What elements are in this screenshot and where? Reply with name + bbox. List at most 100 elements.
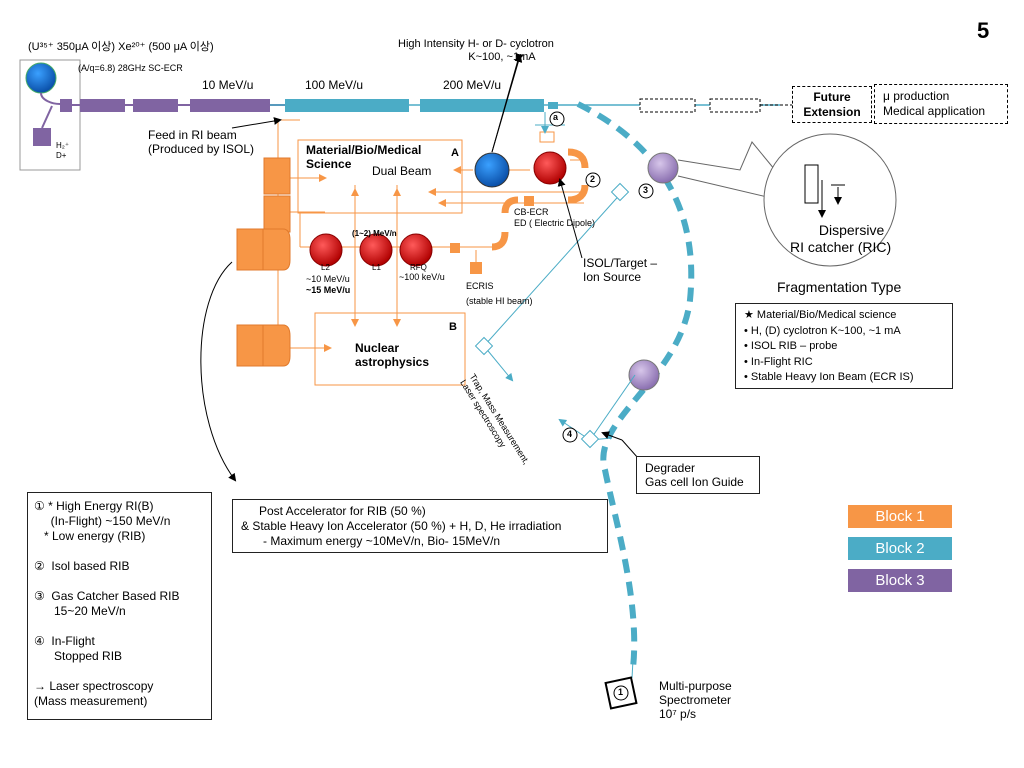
block2-linac bbox=[270, 99, 780, 112]
legend-line: ① * High Energy RI(B) bbox=[34, 499, 154, 513]
fragmentation-item: • H, (D) cyclotron K~100, ~1 mA bbox=[744, 324, 901, 337]
marker-a-label: a bbox=[553, 112, 559, 122]
feed-pointer bbox=[231, 117, 282, 129]
trap-marker bbox=[474, 336, 494, 356]
bend-dipole-2 bbox=[567, 184, 589, 204]
cyclotron-label: High Intensity H- or D- cyclotron K~100,… bbox=[398, 38, 554, 64]
linac-l1 bbox=[359, 233, 393, 267]
legend-line: * Low energy (RIB) bbox=[34, 529, 146, 543]
post-line3: - Maximum energy ~10MeV/n, Bio- 15MeV/n bbox=[263, 534, 501, 548]
l1-label: L1 bbox=[372, 263, 381, 272]
bend-dipole-1 bbox=[567, 148, 589, 169]
legend-line: ③ Gas Catcher Based RIB bbox=[34, 589, 180, 603]
area-a-title-line1: Material/Bio/Medical bbox=[306, 143, 422, 157]
marker-1-label: 1 bbox=[618, 687, 624, 697]
cbecr-label: CB-ECR ED ( Electric Dipole) bbox=[514, 207, 595, 229]
legend-line: (Mass measurement) bbox=[34, 694, 148, 708]
block-2-legend: Block 2 bbox=[848, 537, 952, 560]
isol-pointer bbox=[557, 178, 583, 259]
marker-4-label: 4 bbox=[567, 429, 573, 439]
legend-line: ② Isol based RIB bbox=[34, 559, 130, 573]
future-line1: Future bbox=[813, 90, 851, 104]
future-line2: Extension bbox=[803, 105, 861, 119]
sc-ecr-source bbox=[25, 62, 57, 94]
future-app-line1: μ production bbox=[883, 89, 950, 103]
degrader-marker bbox=[580, 429, 600, 449]
block3-linac bbox=[60, 99, 290, 112]
fragmentation-item: • Stable Heavy Ion Beam (ECR IS) bbox=[744, 371, 914, 383]
ric-callout bbox=[677, 133, 897, 267]
gas-catcher-marker bbox=[610, 182, 630, 202]
feed-label-line1: Feed in RI beam bbox=[148, 128, 237, 142]
degrader-line1: Degrader bbox=[645, 461, 696, 475]
ecris-source bbox=[470, 262, 482, 274]
block-1-legend: Block 1 bbox=[848, 505, 952, 528]
legend-box: ① * High Energy RI(B) (In-Flight) ~150 M… bbox=[27, 492, 212, 720]
post-accelerator-box: Post Accelerator for RIB (50 %) & Stable… bbox=[232, 499, 608, 553]
future-extension-line bbox=[639, 98, 792, 113]
ric-label: Dispersive RI catcher (RIC) bbox=[790, 222, 891, 256]
area-a-title: Material/Bio/Medical Science bbox=[306, 143, 421, 171]
area-b-title-line2: astrophysics bbox=[355, 355, 430, 369]
area-a-frame bbox=[297, 139, 463, 214]
cbecr-line2: ED ( Electric Dipole) bbox=[514, 218, 596, 228]
legend-line bbox=[34, 544, 211, 559]
feed-label-line2: (Produced by ISOL) bbox=[148, 142, 255, 157]
fragmentation-title: Fragmentation Type bbox=[777, 279, 902, 295]
l2-label: L2 bbox=[321, 263, 330, 272]
ion-species-label: (U³⁵⁺ 350μA 이상) Xe²⁰⁺ (500 μA 이상) bbox=[28, 41, 214, 53]
dual-beam-label: Dual Beam bbox=[372, 164, 432, 178]
degrader-box: Degrader Gas cell Ion Guide bbox=[636, 456, 760, 494]
cb-ecr-element bbox=[524, 196, 534, 206]
post-line1: Post Accelerator for RIB (50 %) bbox=[259, 504, 426, 518]
energy-label-100: 100 MeV/u bbox=[305, 78, 364, 92]
marker-4-circle bbox=[562, 427, 578, 443]
linac-energy-top: (1~2) MeV/n bbox=[352, 229, 397, 238]
bend-dipole-4 bbox=[501, 196, 519, 214]
spectrometer-line1: Multi-purpose bbox=[659, 679, 732, 693]
area-b-letter: B bbox=[449, 321, 457, 333]
fragmentation-list: ★ Material/Bio/Medical science • H, (D) … bbox=[735, 303, 953, 389]
spectrometer-line3: 10⁷ p/s bbox=[659, 707, 697, 721]
legend-line: (In-Flight) ~150 MeV/n bbox=[34, 514, 171, 528]
marker-a-circle bbox=[549, 111, 565, 127]
energy-label-10: 10 MeV/u bbox=[202, 78, 254, 92]
rfq bbox=[399, 233, 433, 267]
target-box bbox=[539, 131, 555, 143]
post-accel-pointer bbox=[200, 261, 237, 482]
area-a-letter: A bbox=[451, 147, 459, 159]
future-app-line2: Medical application bbox=[883, 104, 986, 118]
cyclotron-label-line1: High Intensity H- or D- cyclotron bbox=[398, 38, 554, 50]
legend-line: 15~20 MeV/n bbox=[34, 604, 126, 618]
fragmentation-item: ★ Material/Bio/Medical science bbox=[744, 309, 897, 321]
cyclotron-label-line2: K~100, ~1mA bbox=[468, 51, 536, 64]
legend-line: Stopped RIB bbox=[34, 649, 123, 663]
ric-line1: Dispersive bbox=[818, 222, 885, 238]
legend-line: ④ In-Flight bbox=[34, 634, 95, 648]
h2-d-source bbox=[33, 128, 51, 146]
isol-line1: ISOL/Target – bbox=[583, 256, 658, 270]
legend-line bbox=[34, 664, 211, 679]
ion-source-block bbox=[19, 59, 81, 171]
rfq-energy-label: ~100 keV/u bbox=[399, 272, 445, 282]
energy-label-200: 200 MeV/u bbox=[443, 78, 502, 92]
ric-circle bbox=[763, 133, 897, 267]
marker-2-label: 2 bbox=[590, 174, 596, 184]
h2-label: H₂⁺ bbox=[56, 141, 70, 150]
separator-dipole-lower bbox=[628, 359, 660, 391]
legend-line bbox=[34, 619, 211, 634]
future-extension-box: Future Extension bbox=[792, 86, 872, 123]
linac-injector-element bbox=[450, 243, 460, 253]
cbecr-line1: CB-ECR bbox=[514, 207, 549, 217]
isol-target bbox=[533, 151, 567, 185]
slide-number: 5 bbox=[977, 18, 990, 43]
area-b-title: Nuclear astrophysics bbox=[355, 341, 429, 369]
ecris-label: ECRIS (stable HI beam) bbox=[466, 279, 533, 309]
marker-2-circle bbox=[585, 172, 601, 188]
fragmentation-item: • ISOL RIB – probe bbox=[744, 340, 838, 352]
ecris-line2: (stable HI beam) bbox=[466, 296, 533, 306]
spectrometer-label: Multi-purpose Spectrometer 10⁷ p/s bbox=[659, 679, 732, 721]
area-b-frame bbox=[314, 312, 466, 386]
feed-label: Feed in RI beam (Produced by ISOL) bbox=[148, 128, 254, 157]
future-application-box: μ production Medical application bbox=[874, 84, 1008, 124]
